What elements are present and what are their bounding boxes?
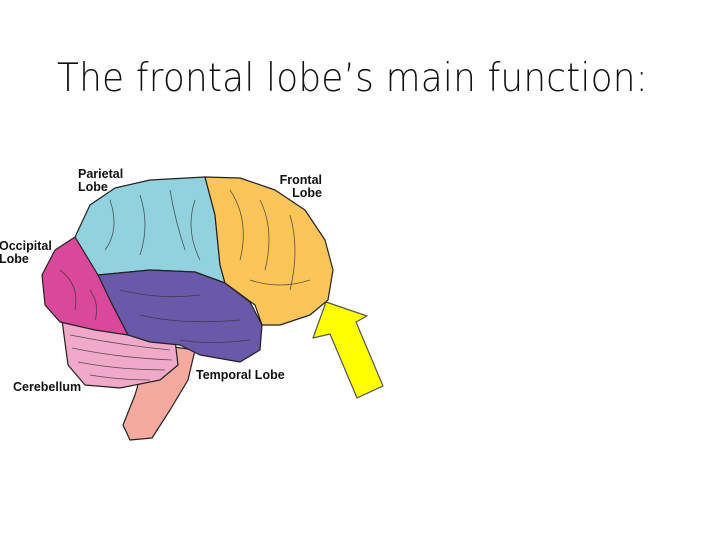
label-line: Lobe bbox=[292, 186, 322, 200]
arrow-icon bbox=[312, 301, 384, 399]
label-line: Occipital bbox=[0, 239, 52, 253]
label-frontal-lobe: Frontal Lobe bbox=[266, 174, 322, 200]
frontal-lobe bbox=[204, 176, 334, 326]
label-cerebellum: Cerebellum bbox=[13, 380, 82, 394]
temporal-lobe bbox=[97, 269, 263, 363]
label-line: Parietal bbox=[78, 167, 124, 181]
label-line: Lobe bbox=[0, 252, 29, 266]
label-temporal-lobe: Temporal Lobe bbox=[196, 368, 285, 382]
label-line: Frontal bbox=[279, 173, 322, 187]
label-parietal-lobe: Parietal Lobe bbox=[78, 168, 123, 194]
slide-title: The frontal lobe’s main function: bbox=[57, 56, 648, 101]
label-line: Lobe bbox=[78, 180, 108, 194]
brain-folds bbox=[59, 189, 311, 381]
label-occipital-lobe: Occipital Lobe bbox=[0, 240, 52, 266]
